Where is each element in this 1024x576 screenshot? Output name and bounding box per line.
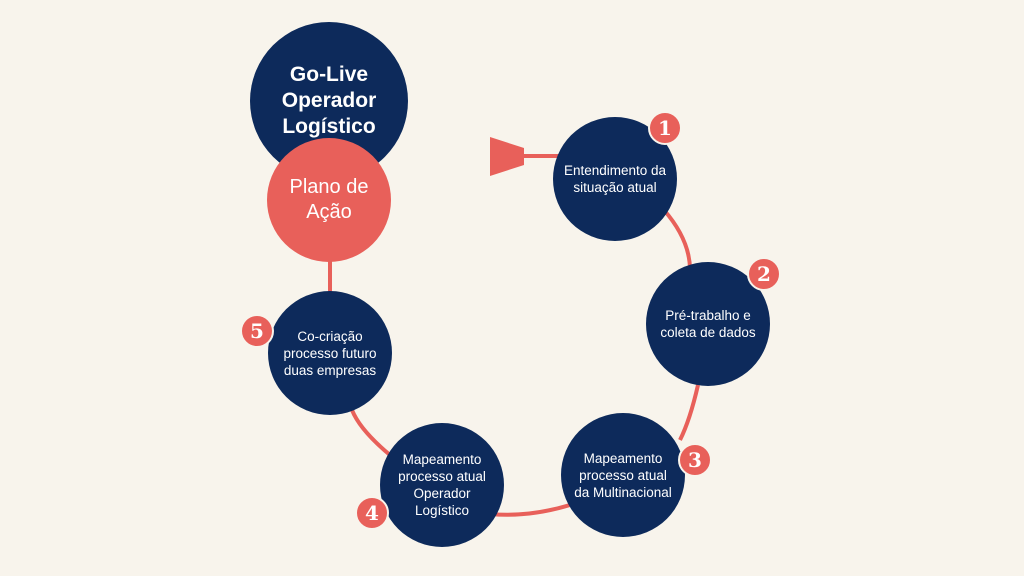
step-3-number: 3	[688, 448, 702, 472]
step-3-badge: 3	[678, 443, 712, 477]
plan-title: Plano de Ação	[289, 176, 369, 223]
step-5-number: 5	[250, 319, 264, 343]
step-4-number: 4	[365, 501, 379, 525]
step-4-circle: Mapeamento processo atual Operador Logís…	[380, 423, 504, 547]
goal-title: Go-Live Operador Logístico	[281, 63, 377, 138]
step-5-label: Co-criação processo futuro duas empresas	[283, 328, 377, 378]
step-2-badge: 2	[747, 257, 781, 291]
step-2-circle: Pré-trabalho e coleta de dados	[646, 262, 770, 386]
step-2-number: 2	[757, 262, 771, 286]
step-5-badge: 5	[240, 314, 274, 348]
step-4-label: Mapeamento processo atual Operador Logís…	[398, 452, 486, 518]
step-1-number: 1	[658, 116, 672, 140]
megaphone-start-icon	[490, 137, 560, 176]
step-3-circle: Mapeamento processo atual da Multinacion…	[561, 413, 685, 537]
step-5-circle: Co-criação processo futuro duas empresas	[268, 291, 392, 415]
cycle-path	[328, 208, 700, 517]
step-4-badge: 4	[355, 496, 389, 530]
plan-circle: Plano de Ação	[267, 138, 391, 262]
step-2-label: Pré-trabalho e coleta de dados	[660, 308, 756, 340]
step-1-badge: 1	[648, 111, 682, 145]
step-3-label: Mapeamento processo atual da Multinacion…	[574, 450, 672, 500]
step-1-label: Entendimento da situação atual	[563, 163, 667, 195]
